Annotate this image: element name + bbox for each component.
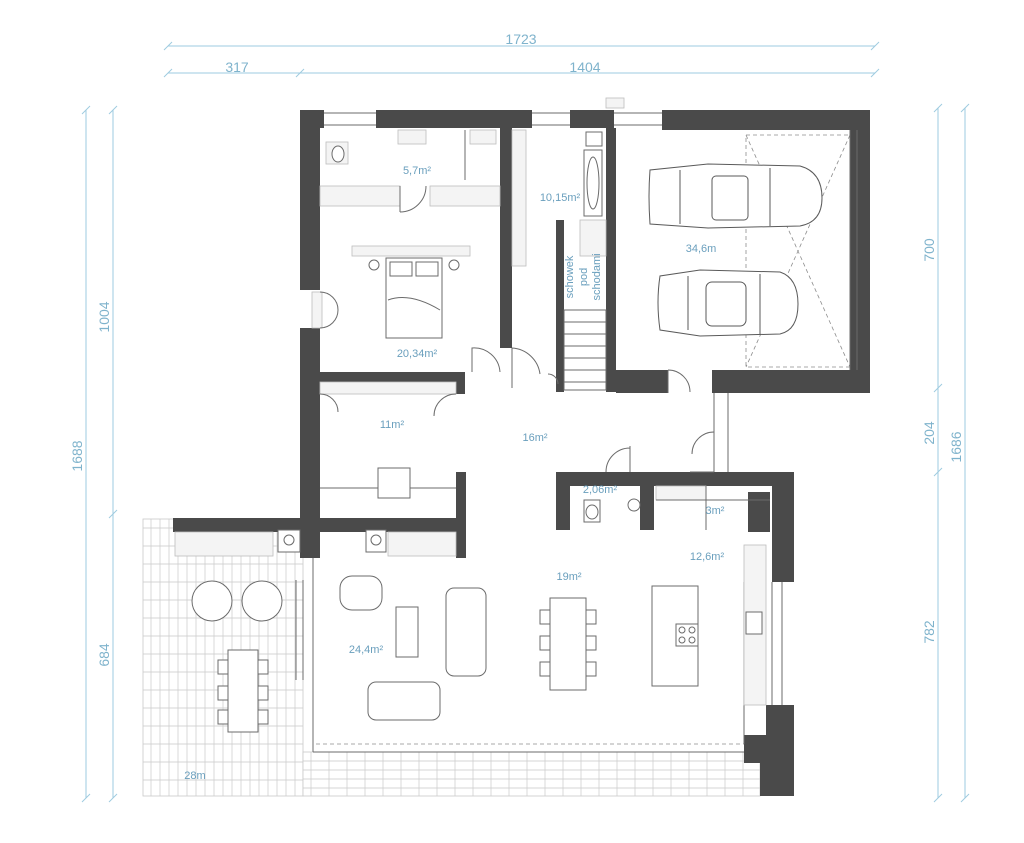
- room-label-kitchen: 12,6m²: [690, 551, 725, 563]
- dimension-labels: 1723 317 1404 1004 1688 684 700 204 1686…: [69, 31, 964, 667]
- room-label-storage-1: schowek: [564, 255, 576, 298]
- dim-left-total: 1688: [69, 440, 85, 471]
- room-label-bedroom: 20,34m²: [397, 348, 438, 360]
- room-label-wc: 2,06m²: [583, 484, 618, 496]
- room-label-bathroom: 5,7m²: [403, 165, 431, 177]
- room-label-storage-2: pod: [578, 268, 590, 286]
- dim-top-total: 1723: [505, 31, 536, 47]
- dimension-lines: [81, 41, 970, 803]
- room-label-living: 24,4m²: [349, 644, 384, 656]
- dim-left-upper: 1004: [96, 301, 112, 332]
- room-label-storage-3: schodami: [591, 253, 603, 300]
- room-label-hall: 16m²: [522, 432, 547, 444]
- dim-right-lower: 782: [921, 620, 937, 644]
- dim-right-total: 1686: [948, 431, 964, 462]
- staircase: [547, 309, 607, 391]
- interior-lines: [174, 97, 858, 753]
- room-labels: 5,7m² 10,15m² schowek pod schodami 34,6m…: [184, 165, 725, 782]
- room-label-bath-hall: 10,15m²: [540, 192, 581, 204]
- dim-left-lower: 684: [96, 643, 112, 667]
- dim-top-right: 1404: [569, 59, 600, 75]
- room-label-garage: 34,6m: [686, 243, 717, 255]
- walls: [173, 110, 870, 796]
- terrace-paving: [142, 518, 761, 797]
- car-top: [648, 163, 823, 229]
- room-label-pantry: 3m²: [706, 505, 725, 517]
- room-label-dining: 19m²: [556, 571, 581, 583]
- car-bottom: [657, 269, 799, 337]
- dim-top-left: 317: [225, 59, 249, 75]
- room-label-terrace: 28m: [184, 770, 205, 782]
- dim-right-mid: 204: [921, 421, 937, 445]
- dim-right-garage: 700: [921, 238, 937, 262]
- room-label-study: 11m²: [380, 419, 405, 431]
